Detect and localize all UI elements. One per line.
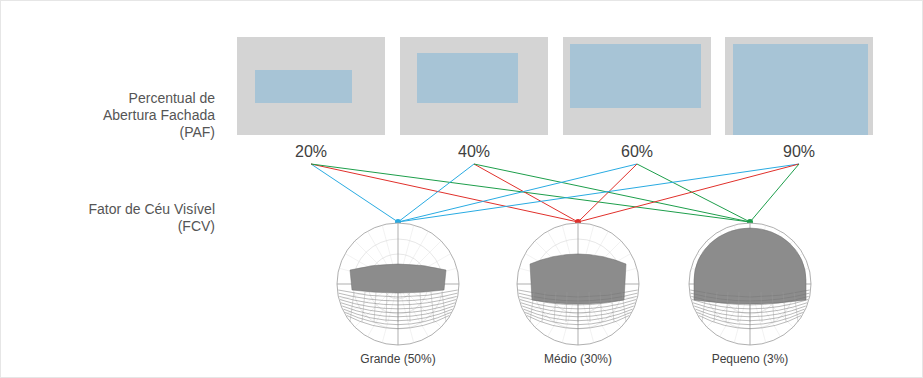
chart-label: Pequeno (3%) bbox=[688, 352, 812, 366]
facade-option: 90% bbox=[725, 37, 873, 164]
facade-wall bbox=[237, 37, 385, 135]
window-opening bbox=[570, 44, 701, 108]
percentage-label: 90% bbox=[725, 143, 873, 164]
window-opening bbox=[733, 44, 868, 135]
facade-option: 20% bbox=[237, 37, 385, 164]
sky-view-chart: Pequeno (3%) bbox=[688, 222, 812, 366]
facade-wall bbox=[400, 37, 548, 135]
window-opening bbox=[255, 70, 352, 103]
connector-line bbox=[311, 164, 578, 222]
connector-line bbox=[474, 164, 578, 222]
sky-chart-illustration bbox=[688, 222, 812, 346]
connector-line bbox=[637, 164, 750, 222]
percentage-label: 40% bbox=[400, 143, 548, 164]
facade-wall bbox=[563, 37, 711, 135]
facade-option: 40% bbox=[400, 37, 548, 164]
connector-line bbox=[398, 164, 474, 222]
percentage-label: 20% bbox=[237, 143, 385, 164]
connector-line bbox=[578, 164, 799, 222]
connector-line bbox=[578, 164, 637, 222]
sky-chart-illustration bbox=[336, 222, 460, 346]
axis-label: Percentual de Abertura Fachada (PAF) bbox=[85, 90, 215, 141]
connector-line bbox=[750, 164, 799, 222]
sky-view-chart: Médio (30%) bbox=[516, 222, 640, 366]
facade-option: 60% bbox=[563, 37, 711, 164]
chart-label: Grande (50%) bbox=[336, 352, 460, 366]
chart-label: Médio (30%) bbox=[516, 352, 640, 366]
axis-label: Fator de Céu Visível (FCV) bbox=[65, 201, 215, 235]
window-opening bbox=[417, 53, 518, 103]
connector-line bbox=[311, 164, 750, 222]
connector-line bbox=[311, 164, 398, 222]
sky-chart-illustration bbox=[516, 222, 640, 346]
sky-view-chart: Grande (50%) bbox=[336, 222, 460, 366]
percentage-label: 60% bbox=[563, 143, 711, 164]
facade-wall bbox=[725, 37, 873, 135]
connector-line bbox=[398, 164, 799, 222]
